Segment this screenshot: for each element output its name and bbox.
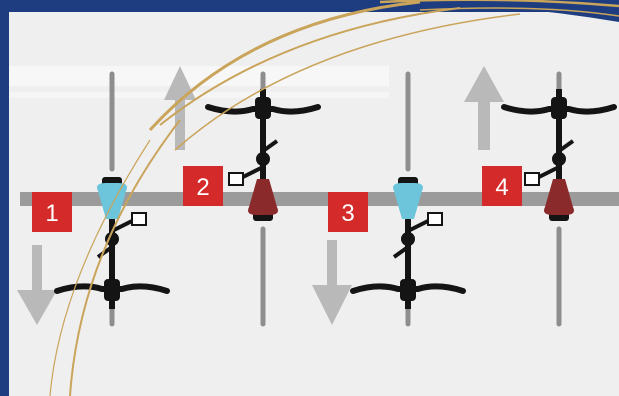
saddle-red — [248, 179, 278, 215]
label-4: 4 — [482, 166, 522, 206]
bike-3 — [353, 74, 463, 324]
arrow-up-icon — [464, 66, 504, 150]
arrows — [17, 66, 504, 325]
saddle-red — [544, 179, 574, 215]
background-band — [9, 92, 389, 98]
label-3: 3 — [328, 192, 368, 232]
label-1-text: 1 — [45, 200, 58, 227]
arrow-down-icon — [312, 240, 352, 325]
background-band — [9, 66, 389, 86]
bike-2 — [208, 74, 318, 324]
saddle-blue — [393, 183, 423, 219]
gold-swirl — [49, 0, 619, 396]
rack-rail — [20, 192, 619, 206]
label-4-text: 4 — [495, 174, 508, 201]
label-2-text: 2 — [196, 174, 209, 201]
arrow-up-icon — [164, 66, 196, 150]
navy-swoosh — [300, 0, 619, 22]
label-3-text: 3 — [341, 200, 354, 227]
arrow-down-icon — [17, 245, 57, 325]
bike-4 — [504, 74, 614, 324]
label-2: 2 — [183, 166, 223, 206]
label-1: 1 — [32, 192, 72, 232]
